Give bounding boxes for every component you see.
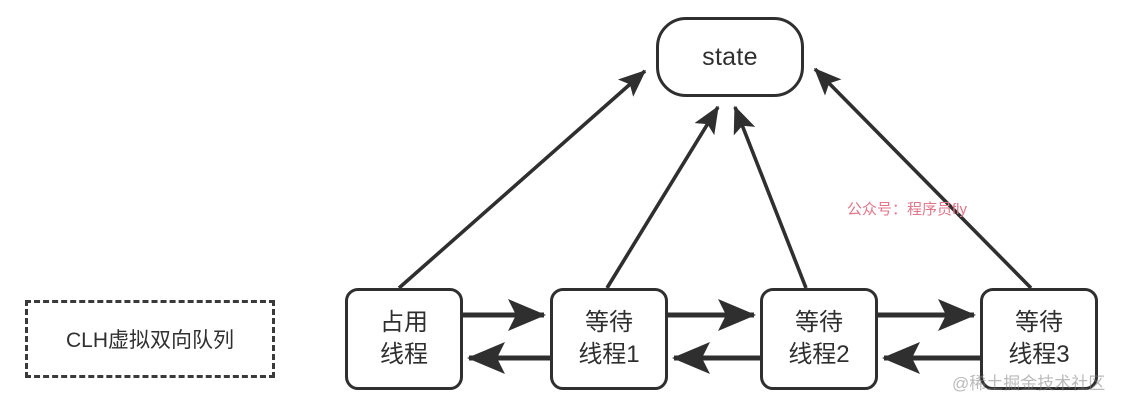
node-owner-thread[interactable]: 占用 线程 [345,288,463,390]
node-wait-thread-1[interactable]: 等待 线程1 [550,288,668,390]
node-wait-thread-3[interactable]: 等待 线程3 [980,288,1098,390]
edge-owner-to-state [397,69,647,290]
node-owner-thread-label: 占用 线程 [380,309,428,368]
node-wait-thread-2-label: 等待 线程2 [788,309,850,368]
node-state-label: state [702,42,758,71]
legend-clh-queue: CLH虚拟双向队列 [25,300,275,378]
node-state[interactable]: state [656,17,804,97]
node-wait-thread-3-label: 等待 线程3 [1008,309,1070,368]
legend-clh-queue-label: CLH虚拟双向队列 [65,329,234,352]
author-note-red: 公众号：程序员fly [847,201,968,218]
edge-wait2-to-state [733,105,808,289]
edge-wait3-to-state [813,67,1033,290]
node-wait-thread-2[interactable]: 等待 线程2 [760,288,878,390]
edge-wait1-to-state [605,105,720,289]
watermark-text: @稀土掘金技术社区 [952,374,1106,393]
node-wait-thread-1-label: 等待 线程1 [578,309,640,368]
